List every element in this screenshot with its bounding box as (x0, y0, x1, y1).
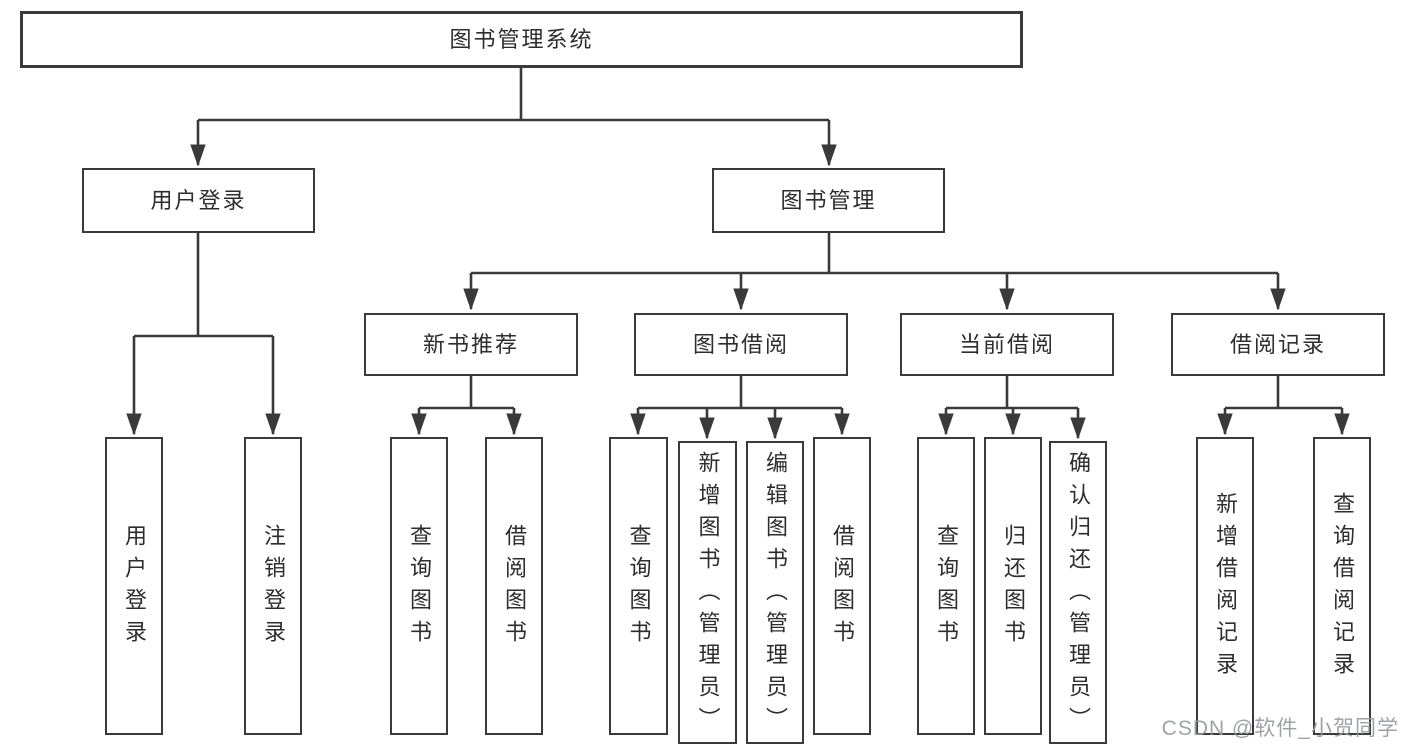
node-current-borrow: 当前借阅 (900, 313, 1114, 376)
leaf-borrow-books: 借阅图书 (813, 437, 871, 735)
leaf-return-books: 归还图书 (984, 437, 1042, 735)
node-book-borrow: 图书借阅 (634, 313, 848, 376)
node-new-book-recommend: 新书推荐 (364, 313, 578, 376)
leaf-add-borrow-record: 新增借阅记录 (1196, 437, 1254, 735)
node-user-login: 用户登录 (82, 168, 315, 233)
leaf-borrow-books-recommend: 借阅图书 (485, 437, 543, 735)
leaf-query-books-recommend: 查询图书 (390, 437, 448, 735)
leaf-logout: 注销登录 (244, 437, 302, 735)
node-root-library-system: 图书管理系统 (20, 11, 1023, 68)
leaf-query-books-borrow: 查询图书 (609, 437, 668, 735)
leaf-user-login: 用户登录 (105, 437, 163, 735)
leaf-confirm-return-admin: 确认归还（管理员） (1049, 441, 1107, 744)
leaf-add-books-admin: 新增图书（管理员） (678, 441, 737, 744)
node-borrow-records: 借阅记录 (1171, 313, 1385, 376)
leaf-edit-books-admin: 编辑图书（管理员） (746, 441, 804, 744)
leaf-query-borrow-record: 查询借阅记录 (1313, 437, 1371, 735)
node-book-management: 图书管理 (712, 168, 945, 233)
csdn-watermark: CSDN @软件_小贺同学 (1161, 717, 1399, 740)
leaf-query-books-current: 查询图书 (917, 437, 975, 735)
